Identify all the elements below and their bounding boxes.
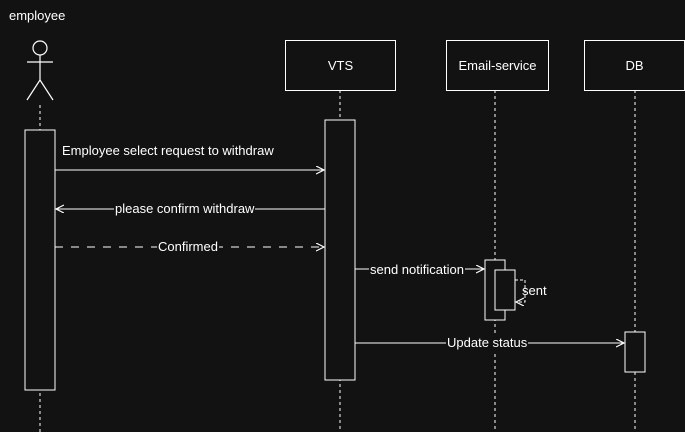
message-m2-label: please confirm withdraw [114, 201, 256, 217]
activation-employee [24, 129, 56, 391]
message-m6-label: Update status [446, 335, 529, 351]
message-m3-label: Confirmed [157, 239, 219, 255]
actor-figure [26, 40, 54, 101]
activation-db [624, 331, 646, 373]
actor-name: employee [9, 8, 66, 23]
activation-email-service-nested [494, 269, 516, 311]
arrow-m5-self [515, 279, 526, 302]
participant-db-label: DB [625, 57, 644, 73]
participant-email-service-label: Email-service [458, 57, 537, 73]
message-m4-label: send notification [369, 262, 465, 278]
participant-email-service: Email-service [446, 40, 549, 91]
participant-db: DB [584, 40, 685, 91]
message-m5-label: sent [522, 283, 547, 298]
activation-vts [324, 119, 356, 381]
message-m1-label: Employee select request to withdraw [62, 143, 274, 158]
participant-vts-label: VTS [327, 57, 354, 73]
participant-vts: VTS [285, 40, 396, 91]
